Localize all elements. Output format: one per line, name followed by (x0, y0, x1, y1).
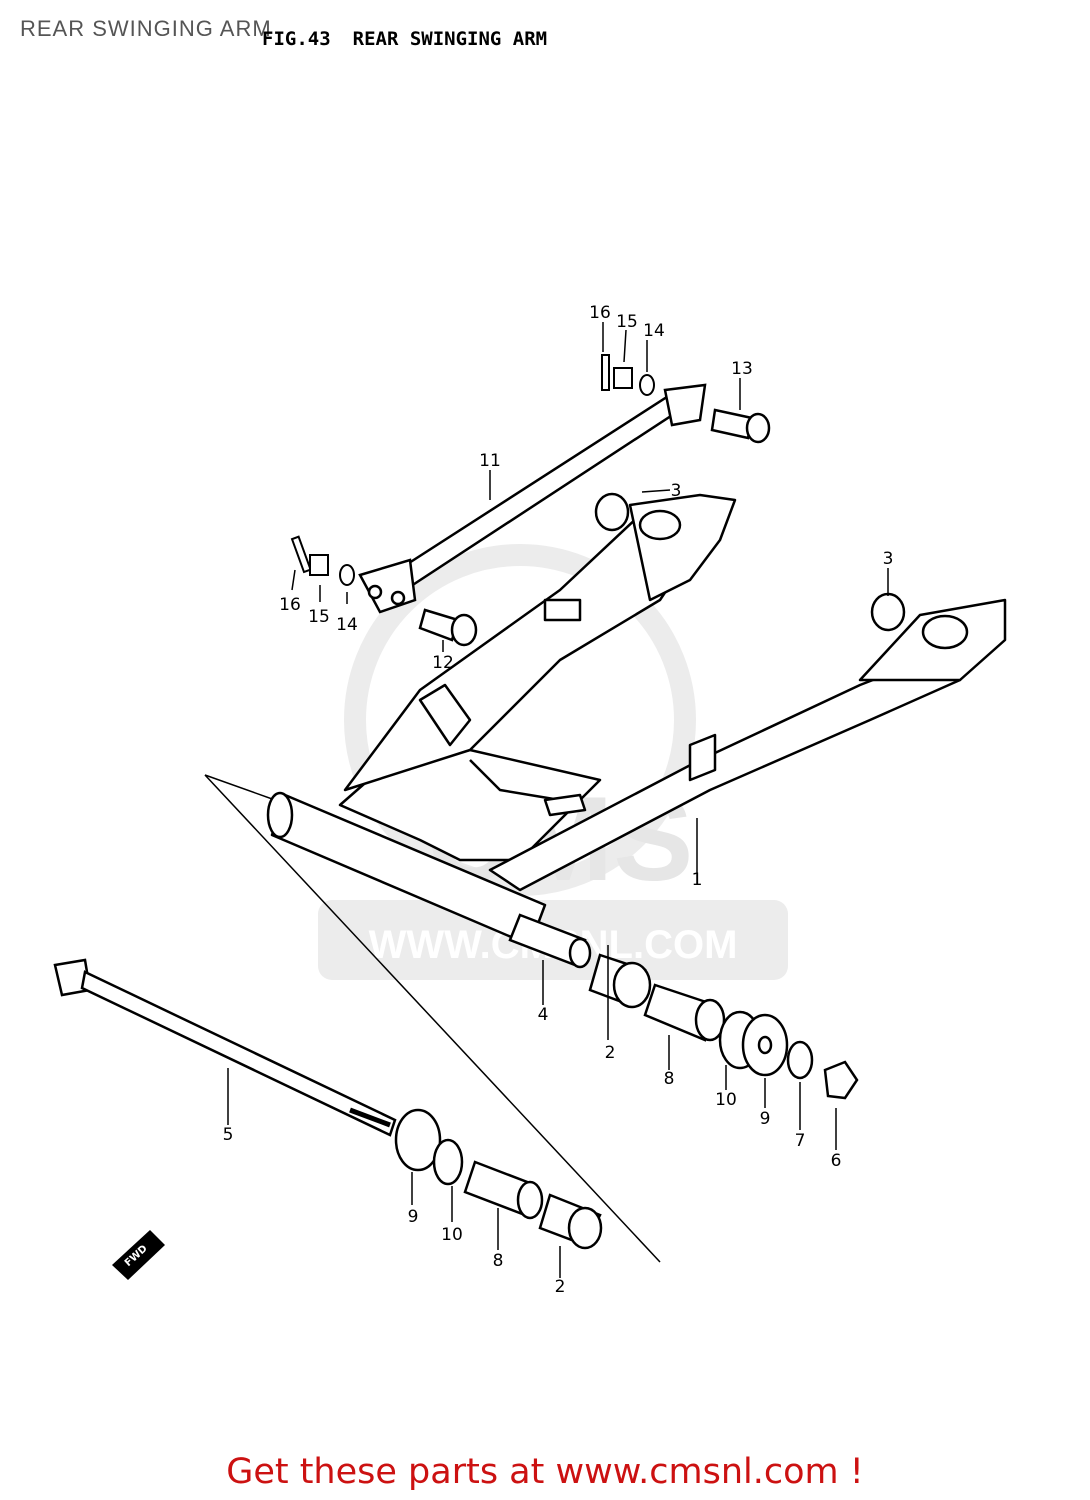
figure-caption: REAR SWINGING ARM (352, 28, 548, 50)
callout-9a: 9 (760, 1109, 771, 1129)
callout-10a: 10 (715, 1090, 737, 1110)
callout-2a: 2 (605, 1043, 616, 1063)
pivot-stack-left (394, 1108, 603, 1250)
parts-store-link[interactable]: Get these parts at www.cmsnl.com ! (226, 1452, 864, 1492)
page-title: REAR SWINGING ARM (20, 16, 272, 41)
bushings (594, 492, 906, 632)
fwd-marker: FWD (112, 1230, 165, 1280)
pivot-shaft (53, 958, 397, 1137)
callout-13: 13 (731, 359, 753, 379)
callouts: 1 2 2 3 3 4 5 6 7 8 8 9 9 10 10 11 12 13… (223, 303, 894, 1297)
callout-8a: 8 (664, 1069, 675, 1089)
callout-1: 1 (692, 870, 703, 890)
callout-6: 6 (831, 1151, 842, 1171)
figure-number: FIG.43 (262, 28, 331, 50)
bolts (418, 408, 771, 647)
callout-11: 11 (479, 451, 501, 471)
pivot-stack-right (508, 913, 859, 1100)
torque-arm (358, 383, 707, 614)
callout-14a: 14 (643, 321, 665, 341)
callout-10b: 10 (441, 1225, 463, 1245)
small-hardware (290, 354, 655, 586)
center-guide-line (204, 774, 661, 1263)
callout-15a: 15 (616, 312, 638, 332)
callout-3b: 3 (883, 549, 894, 569)
callout-5: 5 (223, 1125, 234, 1145)
callout-15b: 15 (308, 607, 330, 627)
callout-2b: 2 (555, 1277, 566, 1297)
callout-16b: 16 (279, 595, 301, 615)
callout-4: 4 (538, 1005, 549, 1025)
leader-lines (227, 322, 889, 1278)
callout-14b: 14 (336, 615, 358, 635)
figure-title: FIG.43 REAR SWINGING ARM (262, 28, 547, 50)
callout-16a: 16 (589, 303, 611, 323)
callout-12: 12 (432, 653, 454, 673)
callout-9b: 9 (408, 1207, 419, 1227)
callout-8b: 8 (493, 1251, 504, 1271)
callout-7: 7 (795, 1131, 806, 1151)
callout-3a: 3 (671, 481, 682, 501)
